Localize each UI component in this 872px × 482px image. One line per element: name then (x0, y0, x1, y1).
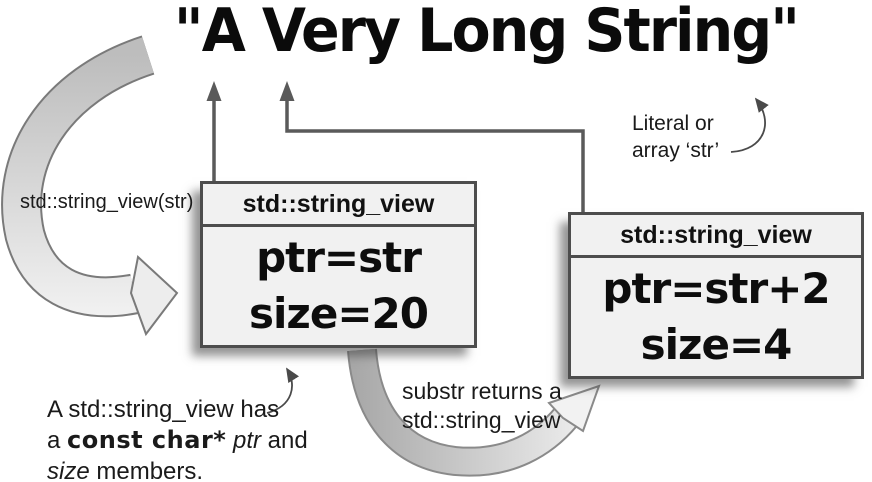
box1-ptr-value: ptr=str (256, 233, 422, 282)
members-line3: size members. (47, 456, 308, 482)
box2-header: std::string_view (571, 215, 861, 258)
members-line1: A std::string_view has (47, 396, 280, 423)
box1-size-value: size=20 (249, 289, 429, 338)
string-view-box-2: std::string_view ptr=str+2 size=4 (568, 212, 864, 379)
substr-line1: substr returns a (402, 378, 562, 404)
members-annotation-arrow-icon (266, 367, 300, 414)
literal-annotation-arrow-icon (730, 97, 769, 153)
string-view-box-1: std::string_view ptr=str size=20 (200, 181, 477, 348)
box1-body: ptr=str size=20 (203, 227, 474, 345)
substr-line2: std::string_view (402, 407, 561, 433)
box2-ptr-value: ptr=str+2 (602, 264, 830, 313)
literal-annotation-line2: array ‘str’ (632, 139, 720, 162)
box2-body: ptr=str+2 size=4 (571, 258, 861, 376)
const-char-ptr-text: const char* (67, 426, 227, 454)
members-annotation: A std::string_view has a const char* ptr… (47, 394, 308, 482)
box2-size-value: size=4 (640, 320, 793, 369)
substr-annotation: substr returns a std::string_view (402, 377, 562, 435)
constructor-curved-arrow-icon (1, 35, 179, 337)
literal-annotation: Literal or array ‘str’ (632, 110, 719, 164)
ptr-italic-text: ptr (233, 427, 262, 454)
box1-pointer-arrow-icon (206, 81, 222, 181)
size-italic-text: size (47, 458, 90, 482)
string-literal-title: "A Very Long String" (173, 0, 800, 66)
substr-curved-arrow-icon (347, 348, 601, 477)
literal-annotation-line1: Literal or (632, 112, 714, 135)
constructor-call-label: std::string_view(str) (20, 191, 194, 213)
box2-pointer-arrow-icon (279, 81, 585, 212)
box1-header: std::string_view (203, 184, 474, 227)
members-line2: a const char* ptr and (47, 426, 308, 454)
